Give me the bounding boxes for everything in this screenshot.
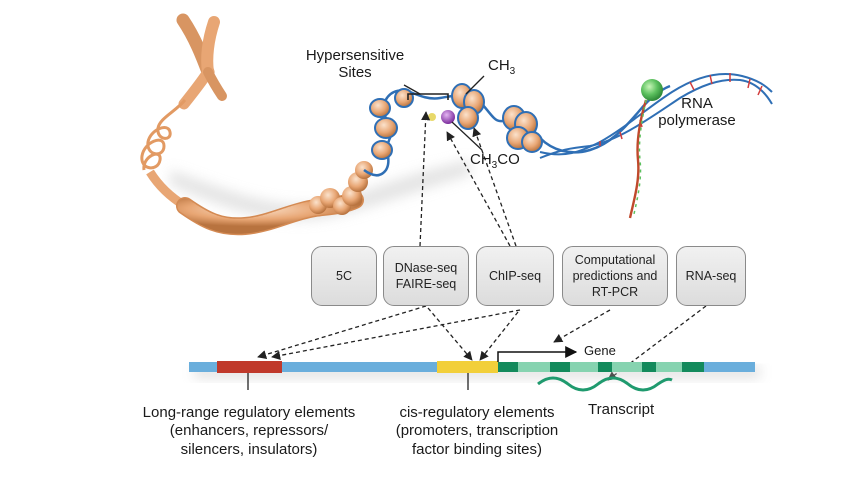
chromosome-icon [176,13,227,110]
cis-regulatory-elements-label: cis-regulatory elements (promoters, tran… [395,404,559,458]
arrow-chip-to-acetyl [446,131,511,247]
acetyl-pointer [451,121,483,151]
method-arrows-down [257,305,707,381]
hypersensitive-sites-label: Hypersensitive Sites [305,47,405,81]
method-box-dnase-faire: DNase-seq FAIRE-seq [383,246,469,306]
promoter-region [437,361,498,373]
nascent-rna-highlight [633,99,647,215]
rna-polymerase-label: RNA polymerase [658,95,736,129]
method-box-chip-seq: ChIP-seq [476,246,554,306]
method-box-computational: Computational predictions and RT-PCR [562,246,668,306]
arrow-chip-to-promoter [479,311,519,361]
nascent-rna [628,99,648,219]
chromatin-coil-upper [140,99,188,210]
rna-polymerase-icon [641,79,663,101]
acetyl-label: CH3CO [470,151,520,171]
method-label: Computational predictions and RT-PCR [572,252,658,300]
transcript-wave [537,376,673,392]
arrow-dnase-to-promoter [427,307,473,361]
acetylation-marker [441,110,455,124]
arrow-comp-to-gene [553,309,611,343]
method-arrows-up [419,111,517,247]
gene-label: Gene [584,343,616,358]
hypersensitive-bracket [407,93,449,100]
method-box-rna-seq: RNA-seq [676,246,746,306]
methyl-label: CH3 [488,57,516,77]
genome-bar [189,361,755,373]
method-box-5c: 5C [311,246,377,306]
method-label: ChIP-seq [488,268,542,283]
methyl-pointer [465,75,485,95]
gene-arrow-icon [497,346,578,362]
enhancer-region [217,361,282,373]
arrow-chip-to-enhancer [271,309,521,360]
method-label: RNA-seq [685,268,737,283]
hypersensitive-marker [428,113,436,121]
arrow-dnase-to-enhancer [257,305,427,359]
long-range-elements-label: Long-range regulatory elements (enhancer… [142,404,356,458]
method-label: 5C [336,268,352,283]
nucleosome-cluster [309,161,373,215]
gene-region [498,362,704,372]
hypersensitive-pointer [403,84,421,95]
arrow-dnase-to-sites [419,111,431,247]
nucleosomes [369,83,543,160]
method-label: DNase-seq FAIRE-seq [394,260,458,291]
chromatin-shadow [170,160,470,221]
transcript-label: Transcript [588,401,655,418]
